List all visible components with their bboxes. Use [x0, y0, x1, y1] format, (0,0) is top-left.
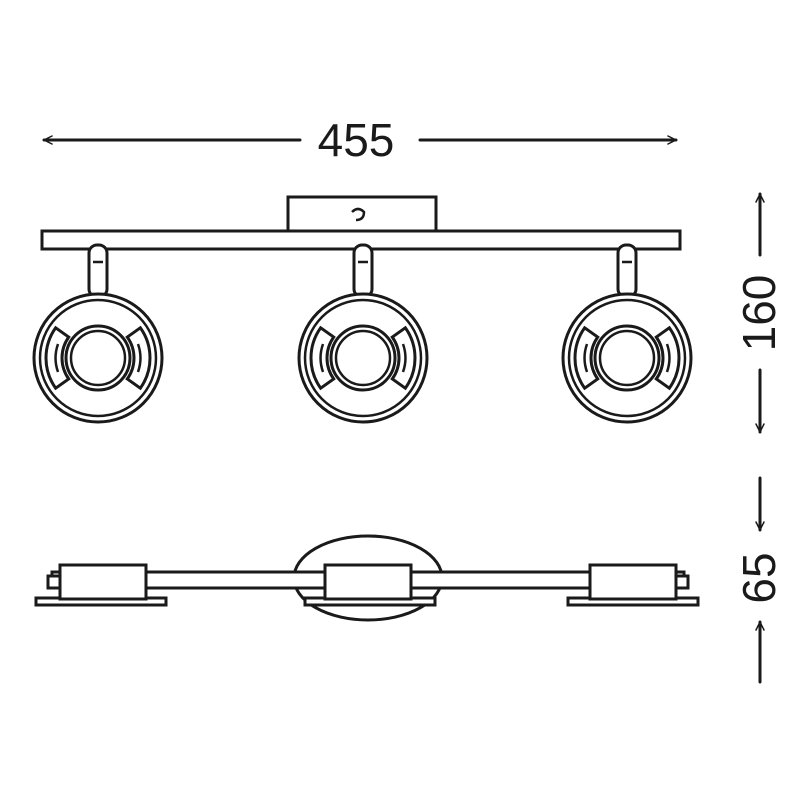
left-spotlight-inner-ring [38, 298, 158, 418]
center-spotlight-stem [352, 243, 374, 299]
left-spotlight-left-fin [44, 325, 71, 391]
right-spotlight [561, 243, 693, 424]
side-right-head [588, 563, 678, 601]
right-spotlight-left-fin [573, 325, 600, 391]
center-spotlight-right-groove [401, 343, 407, 373]
side-center-head [323, 563, 413, 601]
right-spotlight-right-fin [654, 325, 681, 391]
height-side-dimension: 65 [733, 476, 785, 684]
left-spotlight-left-groove [54, 343, 60, 373]
left-spotlight-stem [87, 243, 109, 299]
right-spotlight-lens-rim [593, 324, 661, 392]
center-spotlight-lens [334, 329, 392, 387]
right-spotlight-left-groove [583, 343, 589, 373]
center-spotlight-right-fin [390, 325, 417, 391]
left-spotlight-lens-rim [64, 324, 132, 392]
spotlights-front [32, 243, 693, 424]
left-spotlight [32, 243, 164, 424]
right-spotlight-stem [616, 243, 638, 299]
left-spotlight-right-fin [125, 325, 152, 391]
right-spotlight-lens [598, 329, 656, 387]
mount-screw-icon [351, 207, 366, 222]
side-right-cap [674, 574, 690, 590]
center-spotlight-lens-rim [329, 324, 397, 392]
left-spotlight-right-groove [136, 343, 142, 373]
center-spotlight [297, 243, 429, 424]
right-spotlight-right-groove [665, 343, 671, 373]
height-side-label: 65 [733, 552, 785, 603]
width-label: 455 [318, 114, 395, 166]
front-view [32, 195, 693, 424]
width-dimension: 455 [42, 114, 678, 166]
center-spotlight-left-groove [319, 343, 325, 373]
height-front-label: 160 [733, 275, 785, 352]
side-left-head [58, 563, 148, 601]
height-front-dimension: 160 [733, 192, 785, 434]
center-spotlight-inner-ring [303, 298, 423, 418]
left-spotlight-lens [69, 329, 127, 387]
side-view [34, 534, 700, 622]
side-left-cap [46, 574, 62, 590]
center-spotlight-left-fin [309, 325, 336, 391]
right-spotlight-inner-ring [567, 298, 687, 418]
